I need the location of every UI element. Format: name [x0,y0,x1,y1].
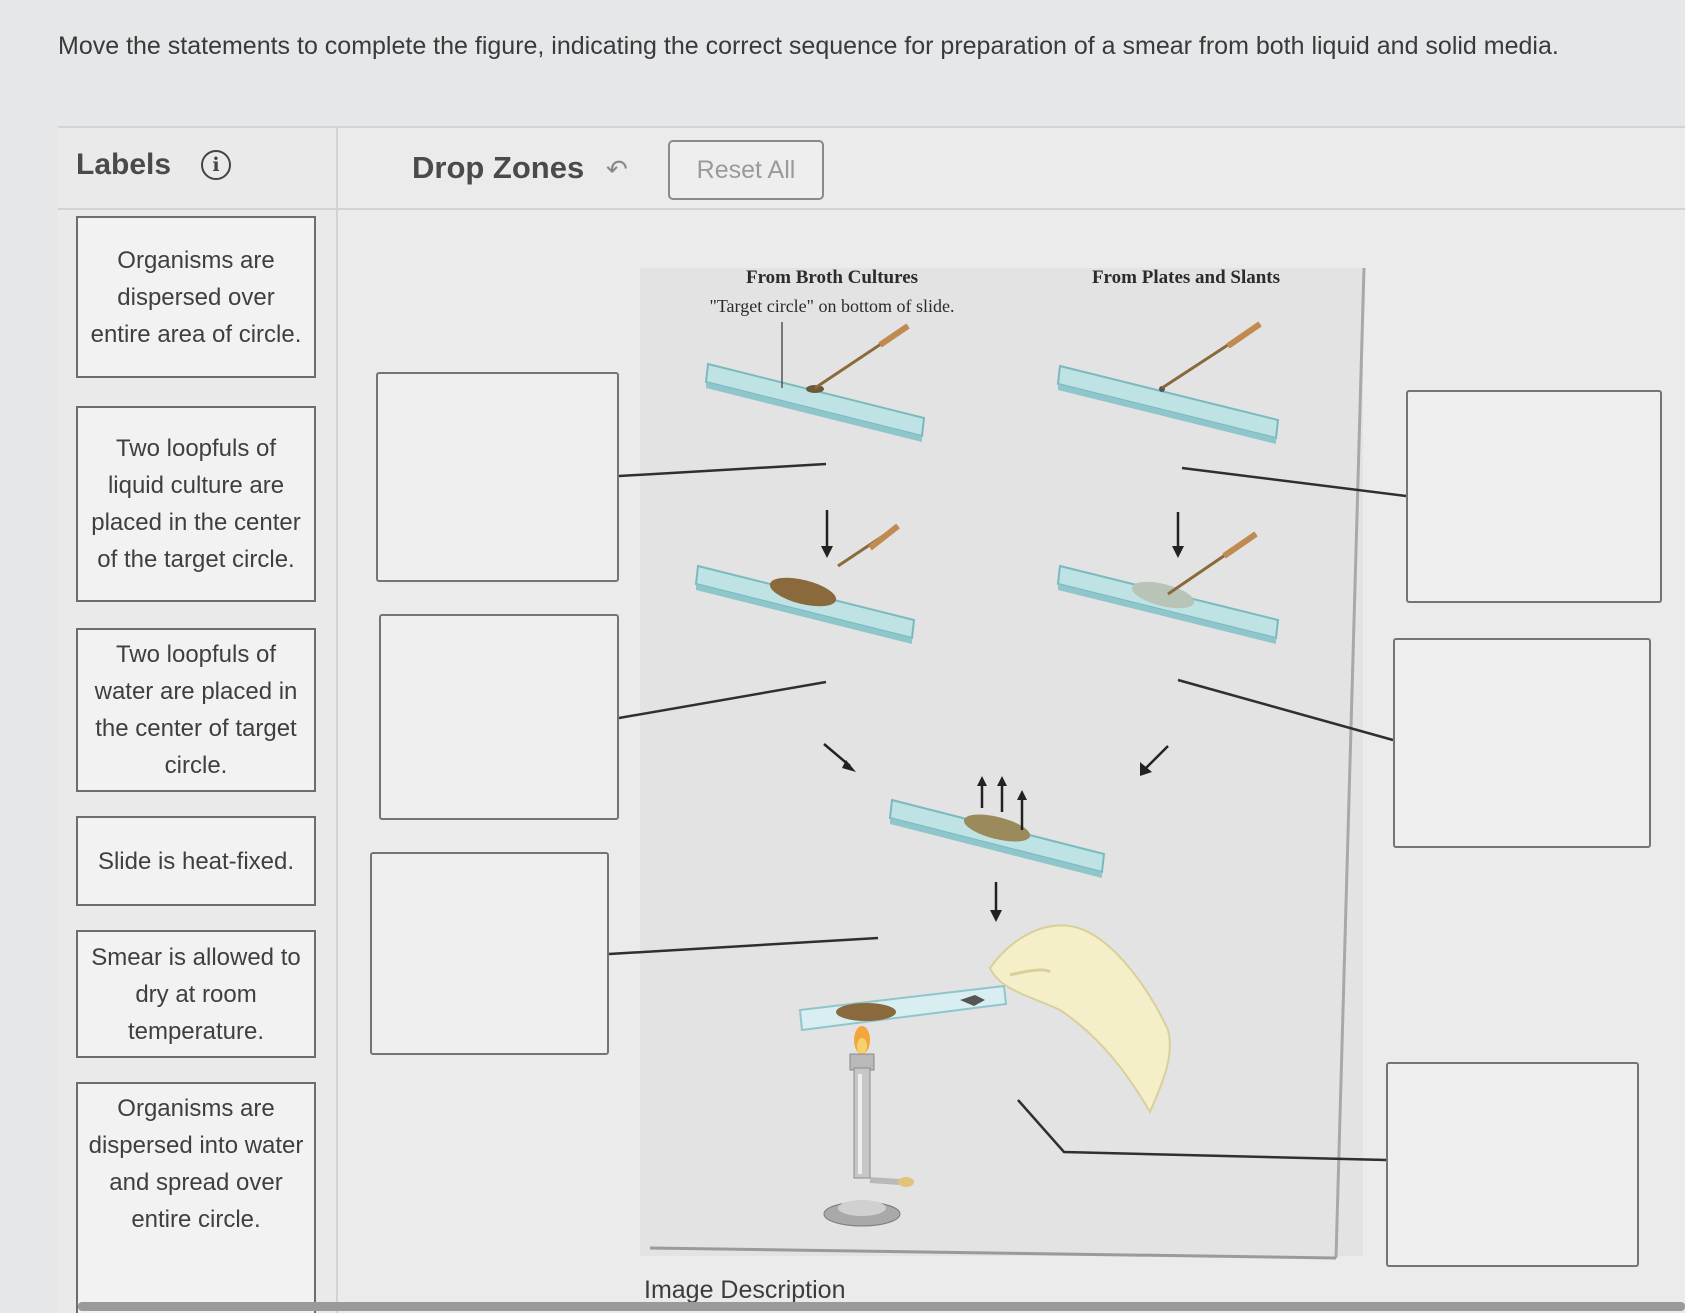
labels-header: Labels i [58,128,336,210]
label-card[interactable]: Two loopfuls of water are placed in the … [76,628,316,792]
label-card-text: Slide is heat-fixed. [97,847,295,875]
labels-column: Labels i Organisms are dispersed over en… [58,128,338,1313]
label-card-text: Smear is allowed to dry at room temperat… [91,943,301,1045]
instructions-text: Move the statements to complete the figu… [58,32,1559,60]
label-card[interactable]: Organisms are dispersed over entire area… [76,216,316,378]
labels-title: Labels [76,148,172,181]
label-card[interactable]: Smear is allowed to dry at room temperat… [76,930,316,1058]
drop-zone[interactable] [1393,638,1651,848]
drop-zone[interactable] [379,614,619,820]
label-card-text: Organisms are dispersed over entire area… [90,246,302,348]
drop-zone[interactable] [1406,390,1662,603]
label-card[interactable]: Slide is heat-fixed. [76,816,316,906]
label-card-text: Organisms are dispersed into water and s… [88,1095,304,1233]
info-icon[interactable]: i [201,150,231,180]
horizontal-scrollbar[interactable] [78,1302,1685,1311]
label-card[interactable]: Organisms are dispersed into water and s… [76,1082,316,1313]
drop-zones-title: Drop Zones [412,150,585,185]
drop-zone[interactable] [376,372,619,582]
reset-all-button[interactable]: Reset All [668,140,824,200]
label-card[interactable]: Two loopfuls of liquid culture are place… [76,406,316,602]
drop-zones-header: Drop Zones ↶ Reset All [338,128,1685,210]
label-card-text: Two loopfuls of liquid culture are place… [91,435,301,573]
undo-icon[interactable]: ↶ [606,154,628,184]
drop-zone[interactable] [370,852,609,1055]
label-card-text: Two loopfuls of water are placed in the … [94,641,298,779]
drop-zone[interactable] [1386,1062,1639,1267]
